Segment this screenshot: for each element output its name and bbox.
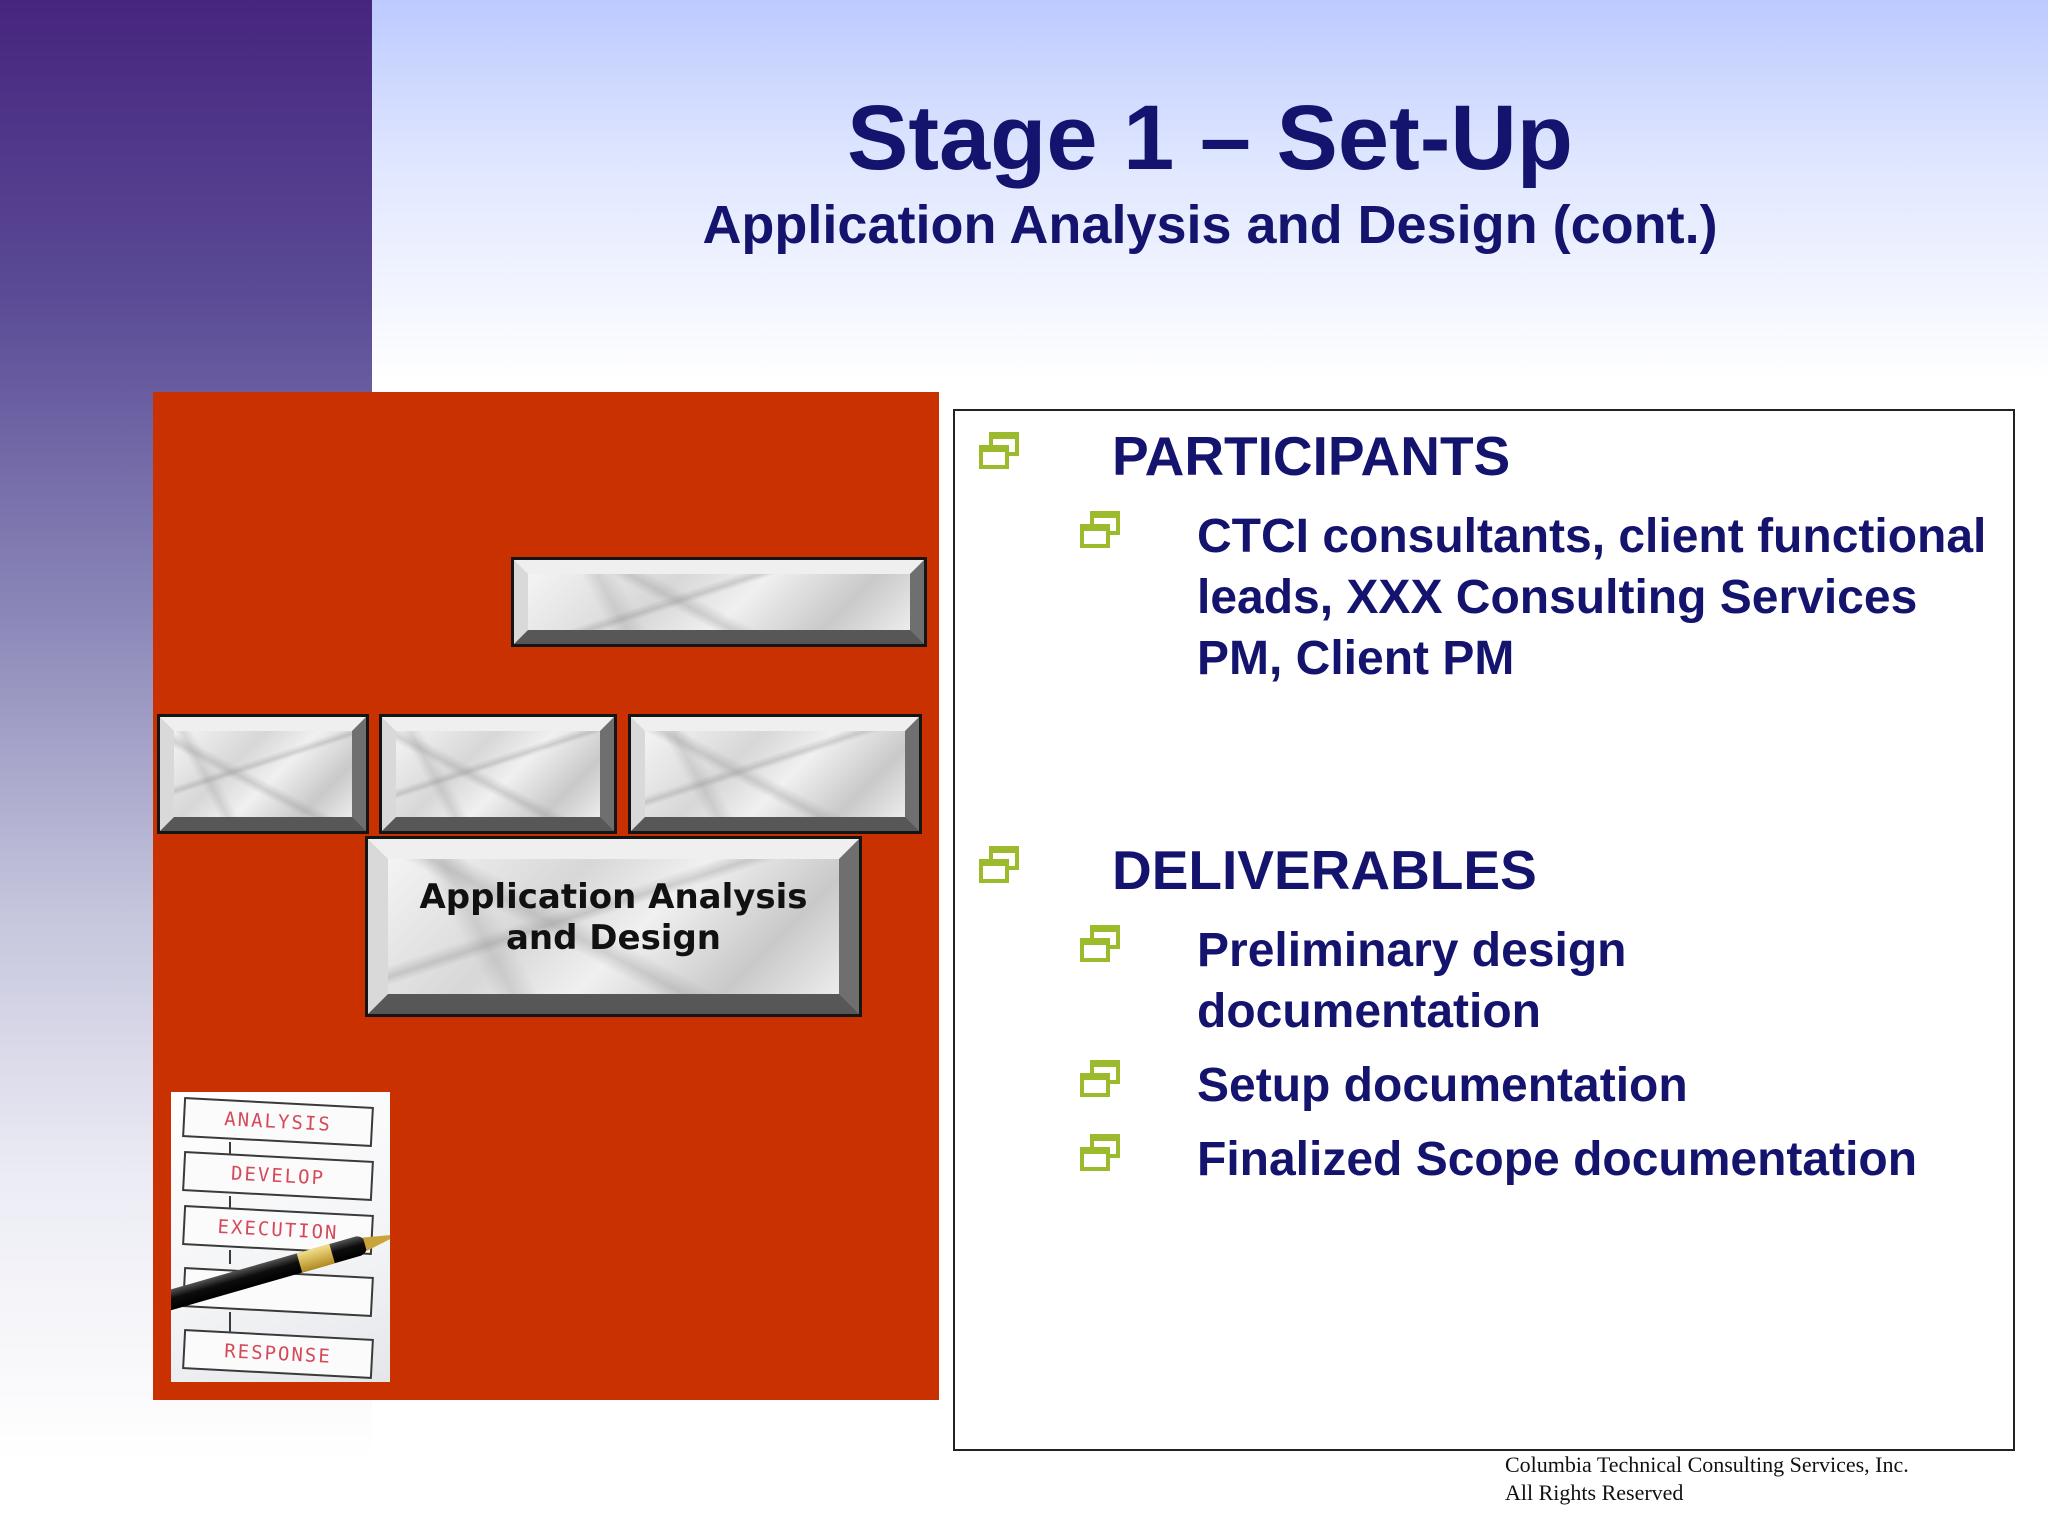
org-box-middle: [379, 714, 617, 834]
photo-connector: [229, 1312, 231, 1334]
participants-item: CTCI consultants, client functional lead…: [1197, 510, 1987, 685]
photo-connector: [229, 1250, 231, 1264]
window-stack-icon: [1079, 924, 1123, 964]
org-box-left: [157, 714, 369, 834]
slide-subtitle: Application Analysis and Design (cont.): [702, 195, 1718, 255]
photo-step-response: RESPONSE: [182, 1329, 374, 1379]
slide-title: Stage 1 – Set-Up: [847, 87, 1573, 189]
org-box-top: [511, 557, 927, 647]
section-heading-deliverables: DELIVERABLES: [1112, 839, 1537, 901]
org-box-right: [628, 714, 922, 834]
deliverables-item: Setup documentation: [1197, 1059, 1688, 1112]
footer-company: Columbia Technical Consulting Services, …: [1505, 1452, 1909, 1477]
footer-rights: All Rights Reserved: [1505, 1480, 1684, 1505]
deliverables-item: Finalized Scope documentation: [1197, 1133, 1918, 1186]
window-stack-icon: [1079, 1059, 1123, 1099]
process-flow-photo: ANALYSIS DEVELOP EXECUTION RESPONSE: [171, 1092, 390, 1382]
section-heading-participants: PARTICIPANTS: [1112, 425, 1511, 487]
content-box: PARTICIPANTS CTCI consultants, client fu…: [953, 409, 2015, 1451]
photo-connector: [229, 1196, 231, 1210]
org-box-application-analysis: Application Analysis and Design: [365, 836, 862, 1017]
org-box-label: Application Analysis and Design: [419, 877, 808, 958]
window-stack-icon: [1079, 1133, 1123, 1173]
photo-connector: [229, 1142, 231, 1156]
deliverables-item: Preliminary design documentation: [1197, 924, 1627, 1038]
photo-step-analysis: ANALYSIS: [182, 1097, 374, 1147]
window-stack-icon: [1079, 510, 1123, 550]
org-chart-panel: Application Analysis and Design: [153, 392, 939, 1400]
copyright-footer: Columbia Technical Consulting Services, …: [1505, 1451, 2025, 1507]
window-stack-icon: [978, 431, 1022, 471]
window-stack-icon: [978, 845, 1022, 885]
photo-step-develop: DEVELOP: [182, 1151, 374, 1201]
